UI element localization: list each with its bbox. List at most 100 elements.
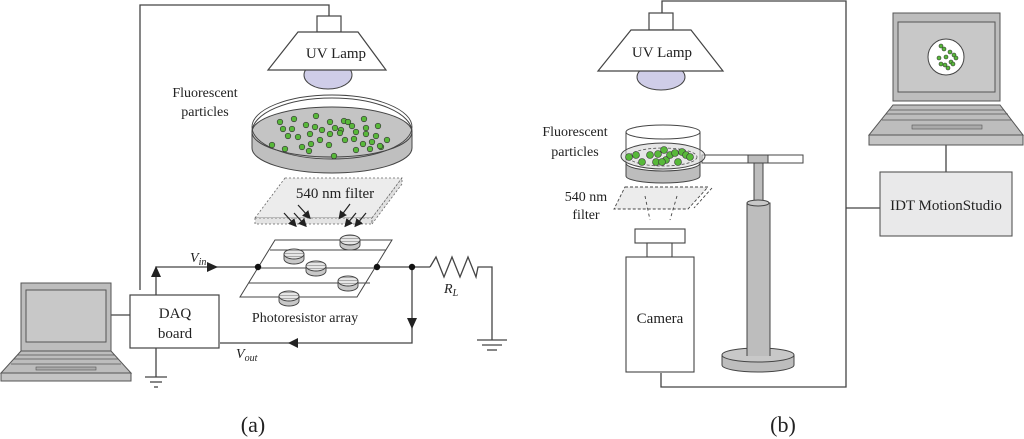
caption-b: (b) xyxy=(770,412,796,437)
particle xyxy=(344,118,352,126)
screen-particle xyxy=(950,61,956,67)
photoresistor xyxy=(339,234,361,251)
particle xyxy=(660,146,668,154)
screen-particle xyxy=(945,65,951,71)
particle xyxy=(336,129,344,137)
particle xyxy=(374,122,382,130)
daq-label-line1: DAQ xyxy=(159,306,192,322)
caption-a: (a) xyxy=(241,412,265,437)
photoresistor-label: Photoresistor array xyxy=(252,311,358,326)
screen-particle xyxy=(947,49,953,55)
photoresistor xyxy=(278,290,300,307)
particle xyxy=(674,158,682,166)
filter-label: 540 nm filter xyxy=(296,186,374,202)
particle xyxy=(306,130,314,138)
current-arrows xyxy=(151,262,417,348)
particle xyxy=(330,152,338,160)
particle xyxy=(284,132,292,140)
screen-particle xyxy=(936,55,942,61)
particle xyxy=(359,140,367,148)
photoresistor xyxy=(305,260,327,277)
uv-lamp-a: UV Lamp xyxy=(266,15,388,90)
particle xyxy=(372,132,380,140)
particle xyxy=(362,130,370,138)
daq-label-line2: board xyxy=(158,326,193,342)
ground-symbol-daq xyxy=(145,376,167,388)
particle xyxy=(312,112,320,120)
particle xyxy=(654,150,662,158)
particle xyxy=(302,121,310,129)
camera: Camera xyxy=(625,228,695,373)
particle xyxy=(268,141,276,149)
particle xyxy=(658,158,666,166)
uv-lamp-label-b: UV Lamp xyxy=(632,45,692,61)
panel-b: UV Lamp Fluorescent particles xyxy=(542,0,1024,437)
particle xyxy=(318,126,326,134)
photoresistors xyxy=(278,234,361,307)
screen-particle xyxy=(938,43,944,49)
particles-label-b-line2: particles xyxy=(551,145,598,160)
particle xyxy=(646,151,654,159)
screen-particle xyxy=(941,46,947,52)
stage-stand xyxy=(701,154,804,373)
photoresistor-array: Photoresistor array xyxy=(239,234,393,326)
particle xyxy=(368,138,376,146)
light-arrows xyxy=(283,203,367,228)
screen-particles xyxy=(936,43,959,71)
particle xyxy=(638,158,646,166)
particle xyxy=(276,118,284,126)
photoresistor xyxy=(337,275,359,292)
particle xyxy=(625,153,633,161)
particle xyxy=(294,133,302,141)
resistor-rl xyxy=(429,255,493,340)
wiring-b xyxy=(660,0,947,388)
dish-b-particles xyxy=(625,146,694,166)
laptop-a xyxy=(0,282,133,382)
particle xyxy=(316,136,324,144)
particle xyxy=(686,153,694,161)
particle xyxy=(348,122,356,130)
lamp-power-wire xyxy=(139,4,330,290)
particle xyxy=(360,115,368,123)
particle xyxy=(350,135,358,143)
rl-label: RL xyxy=(443,282,459,299)
particle xyxy=(341,136,349,144)
dish-particles xyxy=(268,112,391,160)
particle xyxy=(352,146,360,154)
particle xyxy=(311,123,319,131)
particle xyxy=(383,136,391,144)
filter-label-b-line1: 540 nm xyxy=(565,190,608,205)
particle xyxy=(290,115,298,123)
uv-lamp-label: UV Lamp xyxy=(306,46,366,62)
particle xyxy=(307,140,315,148)
vout-label: Vout xyxy=(236,347,258,364)
particle xyxy=(298,143,306,151)
petri-dish-b xyxy=(620,124,706,184)
particle xyxy=(671,149,679,157)
uv-lamp-b: UV Lamp xyxy=(596,12,725,91)
vin-label: Vin xyxy=(190,251,206,268)
particle xyxy=(325,141,333,149)
particles-label-b-line1: Fluorescent xyxy=(542,125,607,140)
filter-label-b-line2: filter xyxy=(572,208,600,223)
panel-a: UV Lamp Fluorescent particles 540 nm fil… xyxy=(0,4,507,437)
software-label: IDT MotionStudio xyxy=(890,198,1002,214)
particle xyxy=(305,147,313,155)
particle xyxy=(632,151,640,159)
particle xyxy=(366,145,374,153)
particle xyxy=(288,125,296,133)
photoresistor xyxy=(283,248,305,265)
filter-a: 540 nm filter xyxy=(254,176,403,226)
ground-symbol-rl xyxy=(477,339,507,351)
screen-particle xyxy=(938,61,944,67)
petri-dish-a xyxy=(251,94,413,174)
laptop-b xyxy=(867,12,1024,146)
particle xyxy=(362,124,370,132)
particle xyxy=(376,142,384,150)
daq-board: DAQ board xyxy=(111,294,220,349)
particle xyxy=(279,125,287,133)
particle xyxy=(326,118,334,126)
particle xyxy=(326,130,334,138)
particle xyxy=(352,128,360,136)
